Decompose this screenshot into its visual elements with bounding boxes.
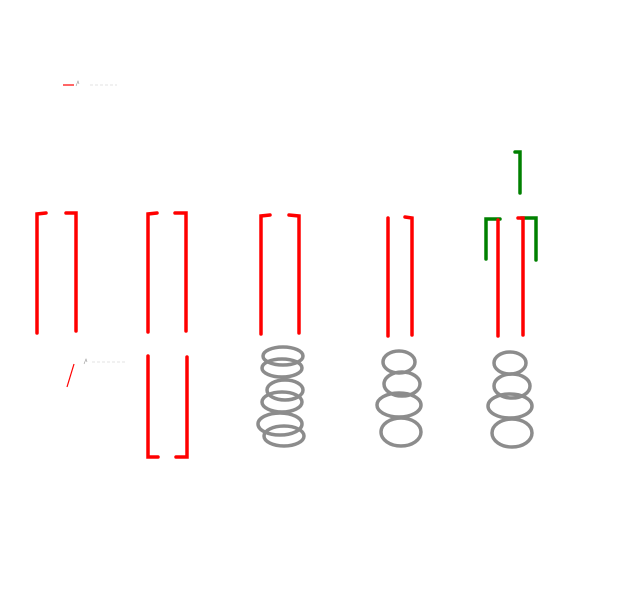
spring-coil [262, 424, 306, 448]
left-bracket [259, 213, 272, 336]
figure-4 [375, 215, 423, 448]
spring-coil [379, 416, 423, 448]
left-bracket [35, 211, 48, 335]
spring-coil [260, 357, 304, 379]
spring-coil [382, 370, 422, 398]
spring [256, 345, 306, 448]
right-bracket [403, 215, 414, 337]
lower-right-bracket [174, 355, 189, 459]
right-bracket [287, 213, 301, 335]
green-marker [513, 150, 522, 195]
legend-entry-2 [66, 358, 125, 388]
right-bracket [516, 216, 525, 337]
spring [375, 349, 423, 448]
spring-coil [265, 378, 305, 402]
left-bracket [146, 211, 159, 334]
spring [486, 350, 534, 449]
spring-coil [492, 372, 532, 400]
right-bracket [64, 211, 78, 333]
spring-coil [256, 411, 304, 437]
green-right-bracket [519, 216, 538, 262]
right-bracket [173, 211, 188, 333]
lower-left-bracket [146, 354, 160, 459]
figure-3 [256, 213, 306, 448]
spring-coil [261, 345, 305, 367]
legend-mark-icon [83, 358, 88, 365]
legend-mark-icon [75, 80, 80, 87]
green-left-bracket [484, 217, 502, 261]
figure-2 [146, 211, 189, 459]
figure-5 [484, 150, 538, 449]
spring-coil [490, 417, 534, 449]
red-slash-icon [66, 363, 75, 388]
figure-1 [35, 211, 78, 335]
legend-entry-1 [63, 80, 117, 87]
